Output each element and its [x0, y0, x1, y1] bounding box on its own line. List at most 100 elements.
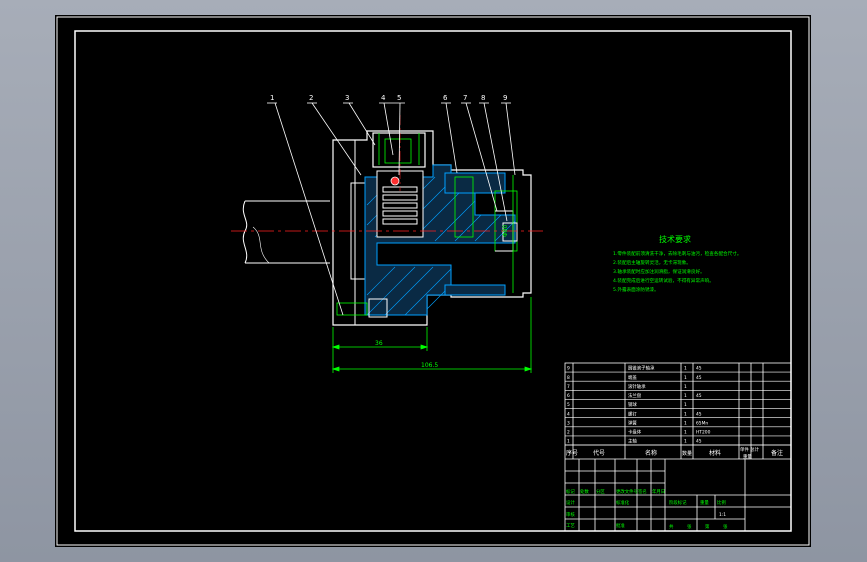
tb-weight: 重量 — [700, 499, 709, 506]
parts-row-mat: HT200 — [696, 429, 711, 435]
parts-row-qty: 1 — [684, 393, 687, 399]
dim-diameter: Φ80 — [502, 224, 509, 237]
header-code: 代号 — [593, 449, 605, 457]
dimension-texts: 36 106.5 Φ80 — [375, 224, 509, 369]
drawing-sheet[interactable]: 1 2 3 4 5 6 7 8 9 36 — [55, 15, 811, 547]
parts-row-mat: 65Mn — [696, 420, 708, 426]
parts-row-name: 钢球 — [628, 401, 637, 408]
flange-plate — [332, 139, 356, 326]
parts-row-name: 滚针轴承 — [628, 383, 646, 390]
parts-row-mat: 45 — [696, 411, 702, 417]
title-block — [564, 362, 792, 532]
upper-bearing — [444, 172, 506, 194]
tb-stage: 阶段标记 — [669, 499, 687, 506]
tb-scale: 比例 — [717, 499, 726, 506]
balloon-2: 2 — [309, 94, 313, 102]
parts-row-no: 7 — [567, 384, 570, 390]
parts-row-no: 5 — [567, 402, 570, 408]
tb-label-zone: 分区 — [596, 488, 605, 495]
header-name: 名称 — [645, 449, 657, 457]
note-line-1: 1.零件装配前须清洗干净，去除毛刺与油污，检查各配合尺寸。 — [613, 250, 741, 257]
notes-title: 技术要求 — [659, 234, 691, 244]
needle-bearing — [454, 176, 474, 238]
parts-row-no: 9 — [567, 366, 570, 372]
parts-row-mat: 45 — [696, 439, 702, 445]
parts-row-mat: 45 — [696, 366, 702, 372]
parts-row-mat: 45 — [696, 393, 702, 399]
drawing-frame — [56, 16, 810, 546]
screw-socket — [384, 138, 412, 164]
parts-list: 9 圆锥滚子轴承 1 45 8 端盖 1 45 7 滚针轴承 1 6 法兰盘 1 45 5 钢球 1 4 螺钉 1 45 3… — [565, 365, 791, 446]
balloon-9: 9 — [503, 94, 507, 102]
tb-sheets-unit-1: 张 — [687, 523, 692, 530]
shaft-break-line — [242, 200, 248, 264]
tb-label-change: 更改文件号 — [616, 488, 639, 495]
parts-row-qty: 1 — [684, 366, 687, 372]
tb-label-count: 处数 — [580, 488, 589, 495]
set-screw — [336, 302, 368, 316]
parts-row-qty: 1 — [684, 402, 687, 408]
tb-label-date: 年月日 — [652, 488, 665, 495]
parts-row-qty: 1 — [684, 439, 687, 445]
header-qty: 数量 — [682, 450, 692, 457]
note-line-3: 3.轴承装配时应加注润滑脂，保证润滑良好。 — [613, 268, 705, 275]
dim-inner-length: 36 — [375, 340, 383, 347]
parts-row-name: 螺钉 — [628, 410, 637, 417]
header-weight: 单件 总计 — [740, 446, 760, 453]
balloon-3: 3 — [345, 94, 349, 102]
parts-row-qty: 1 — [684, 384, 687, 390]
lower-bearing — [444, 284, 506, 296]
note-line-5: 5.外露表面涂防锈漆。 — [613, 286, 659, 293]
outer-border — [56, 16, 810, 546]
title-block-frame — [564, 362, 792, 532]
tb-standard: 标准化 — [616, 499, 630, 506]
header-no: 序号 — [566, 449, 578, 457]
note-line-4: 4.装配完成后进行空运转试验，不得有异常声响。 — [613, 277, 714, 284]
shaft — [242, 200, 330, 264]
tb-sheet-no: 第 — [705, 523, 710, 530]
technical-notes: 技术要求 1.零件装配前须清洗干净，去除毛刺与油污，检查各配合尺寸。 2.装配后… — [613, 234, 741, 293]
header-mat: 材料 — [709, 449, 721, 457]
tb-label-sign: 签名 — [638, 488, 647, 495]
title-block-texts: 标记 处数 分区 更改文件号 签名 年月日 设计 标准化 审核 工艺 批准 阶段… — [566, 488, 728, 530]
radial-slot — [376, 170, 424, 238]
parts-row-no: 4 — [567, 411, 570, 417]
parts-row-no: 1 — [567, 439, 570, 445]
screw-thread-lines — [378, 133, 420, 165]
tb-label-mark: 标记 — [566, 488, 575, 495]
tb-approve: 批准 — [616, 522, 625, 529]
tb-scale-value: 1:1 — [719, 512, 726, 518]
balloon-labels: 1 2 3 4 5 6 7 8 9 — [270, 94, 507, 102]
parts-row-name: 圆锥滚子轴承 — [628, 365, 655, 372]
dimensions — [331, 175, 533, 373]
header-weight-sub: 重量 — [743, 453, 752, 460]
parts-row-name: 法兰盘 — [628, 392, 642, 399]
parts-header: 序号 代号 名称 数量 材料 单件 总计 重量 备注 — [566, 446, 783, 460]
tb-process: 工艺 — [566, 523, 575, 529]
header-remark: 备注 — [771, 449, 783, 457]
parts-row-name: 弹簧 — [628, 419, 637, 426]
drawing-canvas[interactable]: 1 2 3 4 5 6 7 8 9 36 — [55, 15, 811, 547]
parts-row-qty: 1 — [684, 429, 687, 435]
inner-border — [74, 30, 792, 532]
set-screw-head — [368, 298, 388, 318]
parts-row-name: 主轴 — [628, 438, 637, 445]
parts-row-no: 2 — [567, 429, 570, 435]
parts-row-no: 8 — [567, 375, 570, 381]
parts-row-name: 卡盘体 — [628, 428, 642, 435]
parts-row-no: 6 — [567, 393, 570, 399]
tb-review: 审核 — [566, 511, 575, 518]
balloon-7: 7 — [463, 94, 467, 102]
shaft-break-curve — [252, 226, 270, 264]
balloon-6: 6 — [443, 94, 448, 102]
steel-ball — [390, 176, 400, 186]
tb-design: 设计 — [566, 499, 575, 506]
balloon-8: 8 — [481, 94, 485, 102]
parts-row-name: 端盖 — [628, 374, 637, 381]
parts-row-qty: 1 — [684, 375, 687, 381]
parts-row-qty: 1 — [684, 420, 687, 426]
parts-row-no: 3 — [567, 420, 570, 426]
balloon-4: 4 — [381, 94, 386, 102]
balloon-1: 1 — [270, 94, 274, 102]
